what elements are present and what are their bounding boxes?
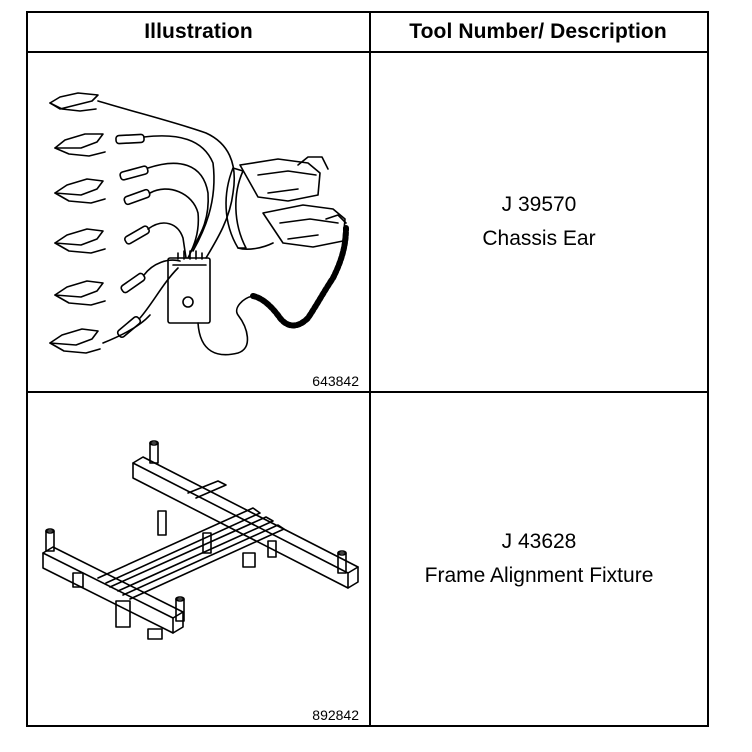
tool-table: Illustration Tool Number/ Description	[26, 11, 709, 727]
header-divider	[28, 51, 707, 53]
description-cell-1: J 39570 Chassis Ear	[371, 53, 707, 391]
description-cell-2: J 43628 Frame Alignment Fixture	[371, 393, 707, 725]
row-divider	[28, 391, 707, 393]
figure-number: 892842	[312, 707, 359, 723]
header-illustration: Illustration	[144, 20, 253, 43]
tool-description: Chassis Ear	[482, 227, 596, 250]
tool-number: J 43628	[501, 530, 577, 553]
wire-harness	[97, 100, 235, 344]
control-box	[167, 250, 254, 356]
spiral-cord	[250, 225, 349, 329]
alligator-clips	[49, 92, 106, 354]
sensor-clamps	[225, 156, 347, 250]
header-tool-description: Tool Number/ Description	[409, 20, 667, 43]
frame-fixture-icon	[42, 440, 359, 640]
tool-number: J 39570	[501, 193, 577, 216]
column-divider	[369, 13, 371, 725]
tool-description: Frame Alignment Fixture	[424, 564, 654, 587]
chassis-ear-clamps-icon	[49, 92, 349, 356]
illustration-cell-1: 643842	[28, 53, 369, 391]
illustration-cell-2: 892842	[28, 393, 369, 725]
figure-number: 643842	[312, 373, 359, 389]
